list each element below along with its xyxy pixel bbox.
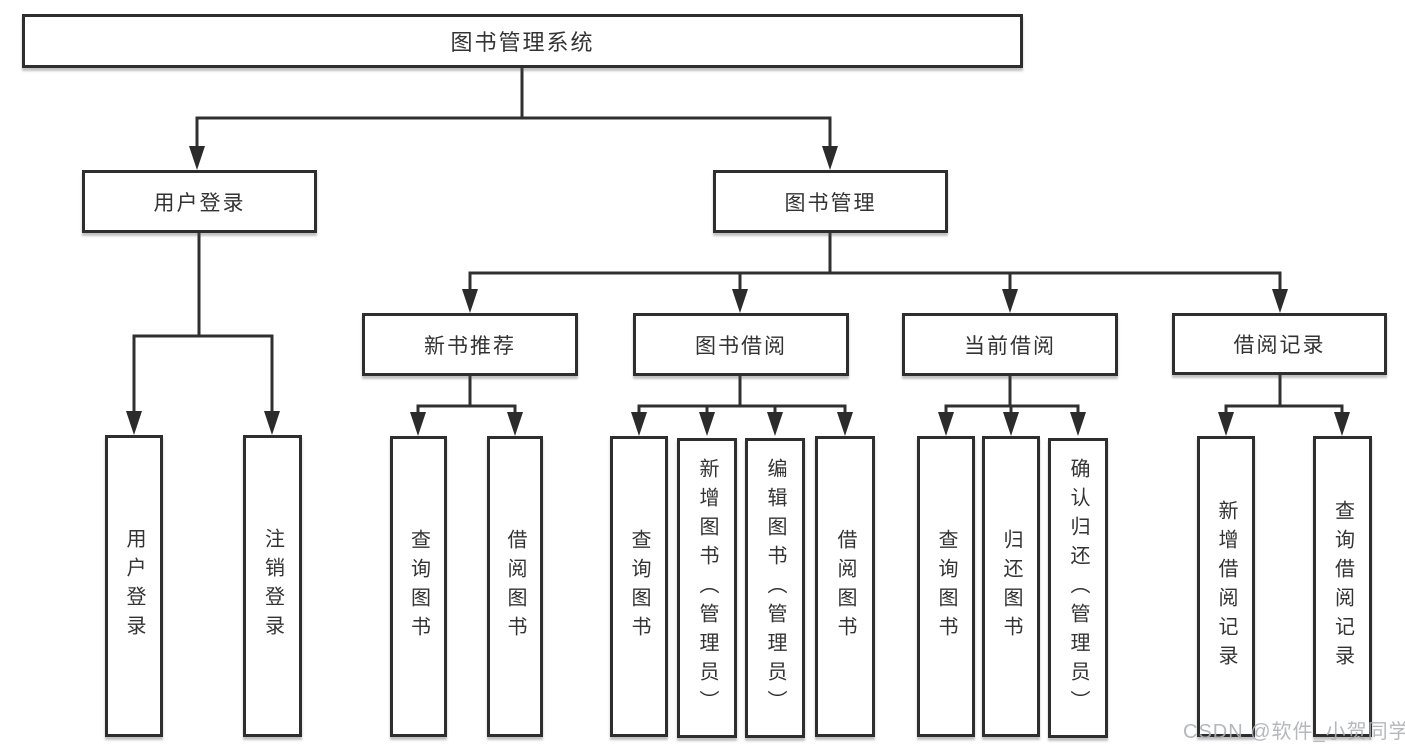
- connector-newbooks-bracket: [416, 404, 517, 414]
- arrowhead: [822, 146, 838, 170]
- node-new-books: 新书推荐: [362, 313, 578, 376]
- arrowhead: [507, 412, 523, 436]
- arrowhead: [189, 146, 205, 170]
- node-login: 用户登录: [105, 435, 163, 737]
- node-logout: 注销登录: [243, 435, 302, 737]
- node-records-query: 查询借阅记录: [1313, 436, 1372, 737]
- node-book-borrow: 图书借阅: [633, 313, 849, 376]
- node-currentborrow-query: 查询图书: [917, 436, 975, 737]
- node-bookborrow-borrow: 借阅图书: [815, 436, 875, 737]
- node-currentborrow-confirm: 确认归还（管理员）: [1048, 438, 1108, 738]
- arrowhead: [410, 412, 426, 436]
- arrowhead: [938, 412, 954, 436]
- arrowhead: [699, 412, 715, 436]
- node-borrow-records: 借阅记录: [1172, 313, 1387, 375]
- arrowhead: [1334, 412, 1350, 436]
- node-records-add: 新增借阅记录: [1197, 436, 1255, 737]
- node-root: 图书管理系统: [22, 14, 1023, 68]
- node-current-borrow: 当前借阅: [902, 313, 1118, 376]
- arrowhead: [462, 289, 478, 313]
- arrowhead: [837, 412, 853, 436]
- arrowhead: [767, 412, 783, 436]
- connector-records-bracket: [1224, 404, 1344, 414]
- node-newbooks-query: 查询图书: [390, 436, 447, 737]
- node-currentborrow-return: 归还图书: [982, 436, 1040, 737]
- arrowhead: [1218, 412, 1234, 436]
- arrowhead: [1070, 412, 1086, 436]
- node-newbooks-borrow: 借阅图书: [487, 436, 543, 737]
- arrowhead: [732, 289, 748, 313]
- arrowhead: [1003, 412, 1019, 436]
- connector-bookmanage-bracket: [468, 271, 1282, 291]
- node-user-login: 用户登录: [82, 170, 317, 233]
- connector-bookborrow-bracket: [637, 404, 847, 414]
- node-bookborrow-add: 新增图书（管理员）: [677, 438, 737, 738]
- arrowhead: [126, 411, 142, 435]
- arrowhead: [264, 411, 280, 435]
- arrowhead: [631, 412, 647, 436]
- node-bookborrow-query: 查询图书: [610, 436, 668, 737]
- connector-root-bracket: [195, 116, 832, 148]
- node-bookborrow-edit: 编辑图书（管理员）: [745, 438, 805, 738]
- connector-currentborrow-bracket: [944, 404, 1080, 414]
- arrowhead: [1002, 289, 1018, 313]
- watermark: CSDN @软件_小贺同学: [1183, 721, 1405, 743]
- connector-userlogin-bracket: [132, 334, 274, 413]
- node-book-manage: 图书管理: [713, 170, 948, 233]
- arrowhead: [1272, 289, 1288, 313]
